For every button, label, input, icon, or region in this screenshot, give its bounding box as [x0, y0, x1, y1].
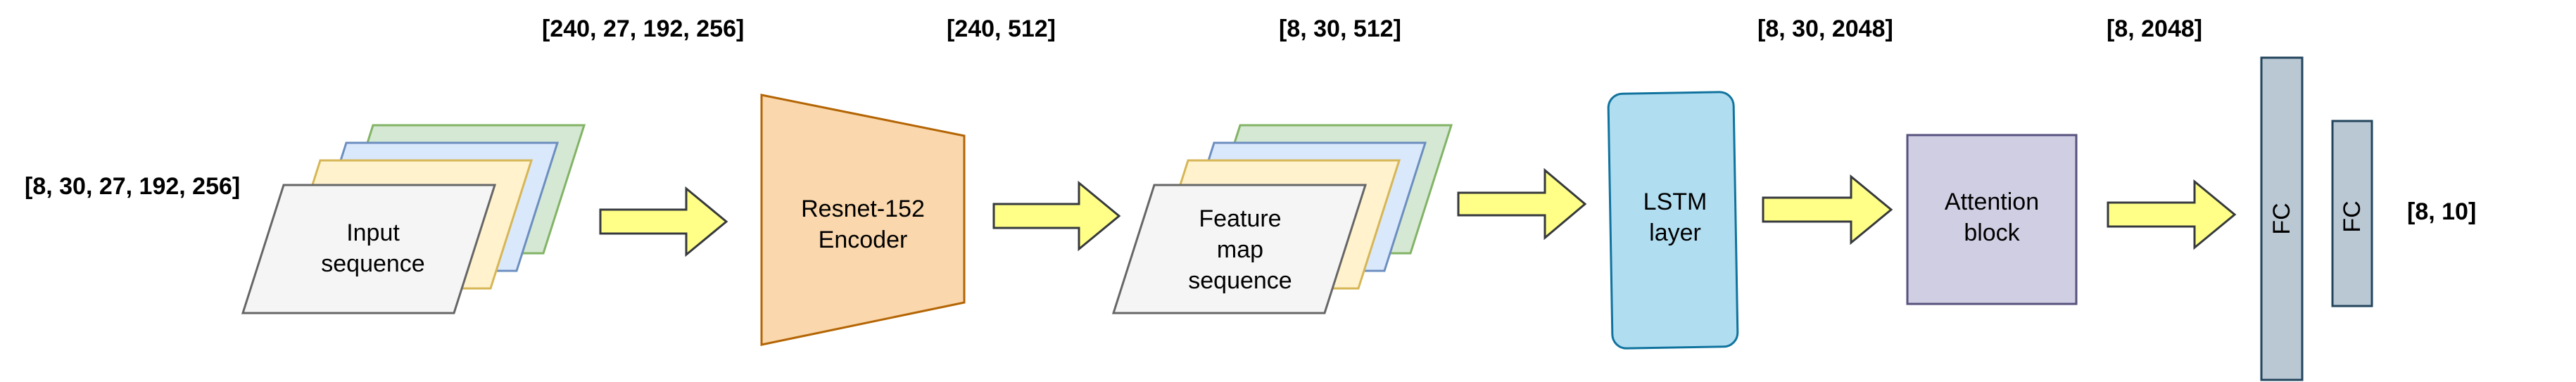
fc1-label: FC — [2268, 203, 2295, 234]
arrow-feature-to-lstm — [1457, 167, 1587, 241]
dim-input: [8, 30, 27, 192, 256] — [25, 173, 240, 200]
dim-attention-output: [8, 2048] — [2107, 15, 2202, 42]
input-sequence-label-line2: sequence — [321, 250, 424, 277]
feature-label-line2: map — [1217, 236, 1263, 263]
input-sequence-stack: Input sequence — [241, 124, 586, 314]
input-sequence-label-line1: Input — [346, 219, 400, 246]
dim-lstm-output: [8, 30, 2048] — [1757, 15, 1893, 42]
feature-frame-front — [1111, 184, 1368, 314]
dim-feature-map: [8, 30, 512] — [1279, 15, 1401, 42]
dimension-labels: [8, 30, 27, 192, 256] [240, 27, 192, 256… — [25, 15, 2476, 225]
lstm-label-line1: LSTM — [1643, 189, 1707, 215]
dim-output: [8, 10] — [2407, 198, 2476, 225]
encoder-shape — [760, 94, 966, 346]
lstm-shape — [1607, 91, 1739, 350]
arrow-input-to-encoder — [599, 186, 728, 257]
lstm-label-line2: layer — [1649, 219, 1701, 246]
feature-map-stack: Feature map sequence — [1111, 124, 1453, 314]
arrow-encoder-to-feature — [992, 180, 1121, 252]
arrow-lstm-to-attention — [1762, 174, 1893, 246]
attention-label-line2: block — [1964, 219, 2020, 246]
encoder-label-line2: Encoder — [819, 227, 908, 253]
fc2-shape — [2331, 120, 2373, 307]
feature-label-line3: sequence — [1188, 267, 1292, 294]
fc-layer-1: FC — [2260, 56, 2304, 381]
dim-resnet-output: [240, 512] — [947, 15, 1056, 42]
resnet-encoder: Resnet-152 Encoder — [760, 94, 966, 346]
flow-arrows — [599, 167, 2237, 257]
fc1-shape — [2260, 56, 2304, 381]
lstm-layer: LSTM layer — [1607, 91, 1739, 350]
feature-label-line1: Feature — [1199, 205, 1281, 232]
dim-resnet-input: [240, 27, 192, 256] — [542, 15, 744, 42]
attention-shape — [1906, 134, 2078, 305]
fc2-label: FC — [2339, 200, 2366, 232]
encoder-label-line1: Resnet-152 — [801, 196, 925, 222]
fc-layer-2: FC — [2331, 120, 2373, 307]
attention-block: Attention block — [1906, 134, 2078, 305]
input-frame-front — [241, 184, 497, 314]
arrow-attention-to-fc — [2107, 179, 2237, 250]
attention-label-line1: Attention — [1945, 189, 2039, 215]
